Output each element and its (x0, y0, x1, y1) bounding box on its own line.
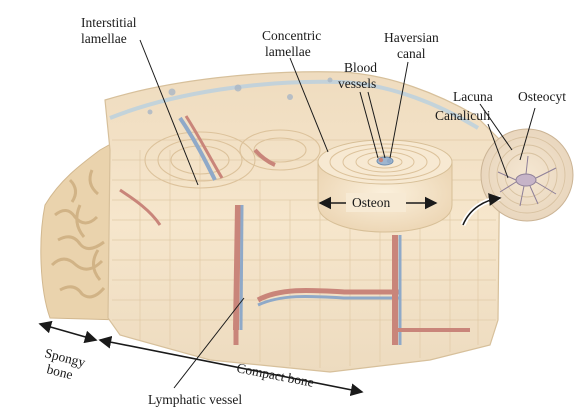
label-canaliculi: Canaliculi (435, 108, 491, 123)
label-osteocyte: Osteocyt (518, 89, 566, 104)
label-blood-line2: vessels (338, 76, 376, 91)
label-interstitial-line1: Interstitial (81, 15, 137, 30)
label-lacuna: Lacuna (453, 89, 493, 104)
label-blood-line1: Blood (344, 60, 377, 75)
label-concentric-line2: lamellae (265, 44, 311, 59)
label-haversian-line2: canal (397, 46, 426, 61)
label-concentric-line1: Concentric (262, 28, 321, 43)
spongy-dimension (40, 324, 96, 340)
label-interstitial-line2: lamellae (81, 31, 127, 46)
osteon-cylinder (318, 140, 452, 232)
label-lymphatic-vessel: Lymphatic vessel (148, 392, 242, 407)
label-osteon: Osteon (352, 195, 390, 210)
label-haversian-line1: Haversian (384, 30, 439, 45)
